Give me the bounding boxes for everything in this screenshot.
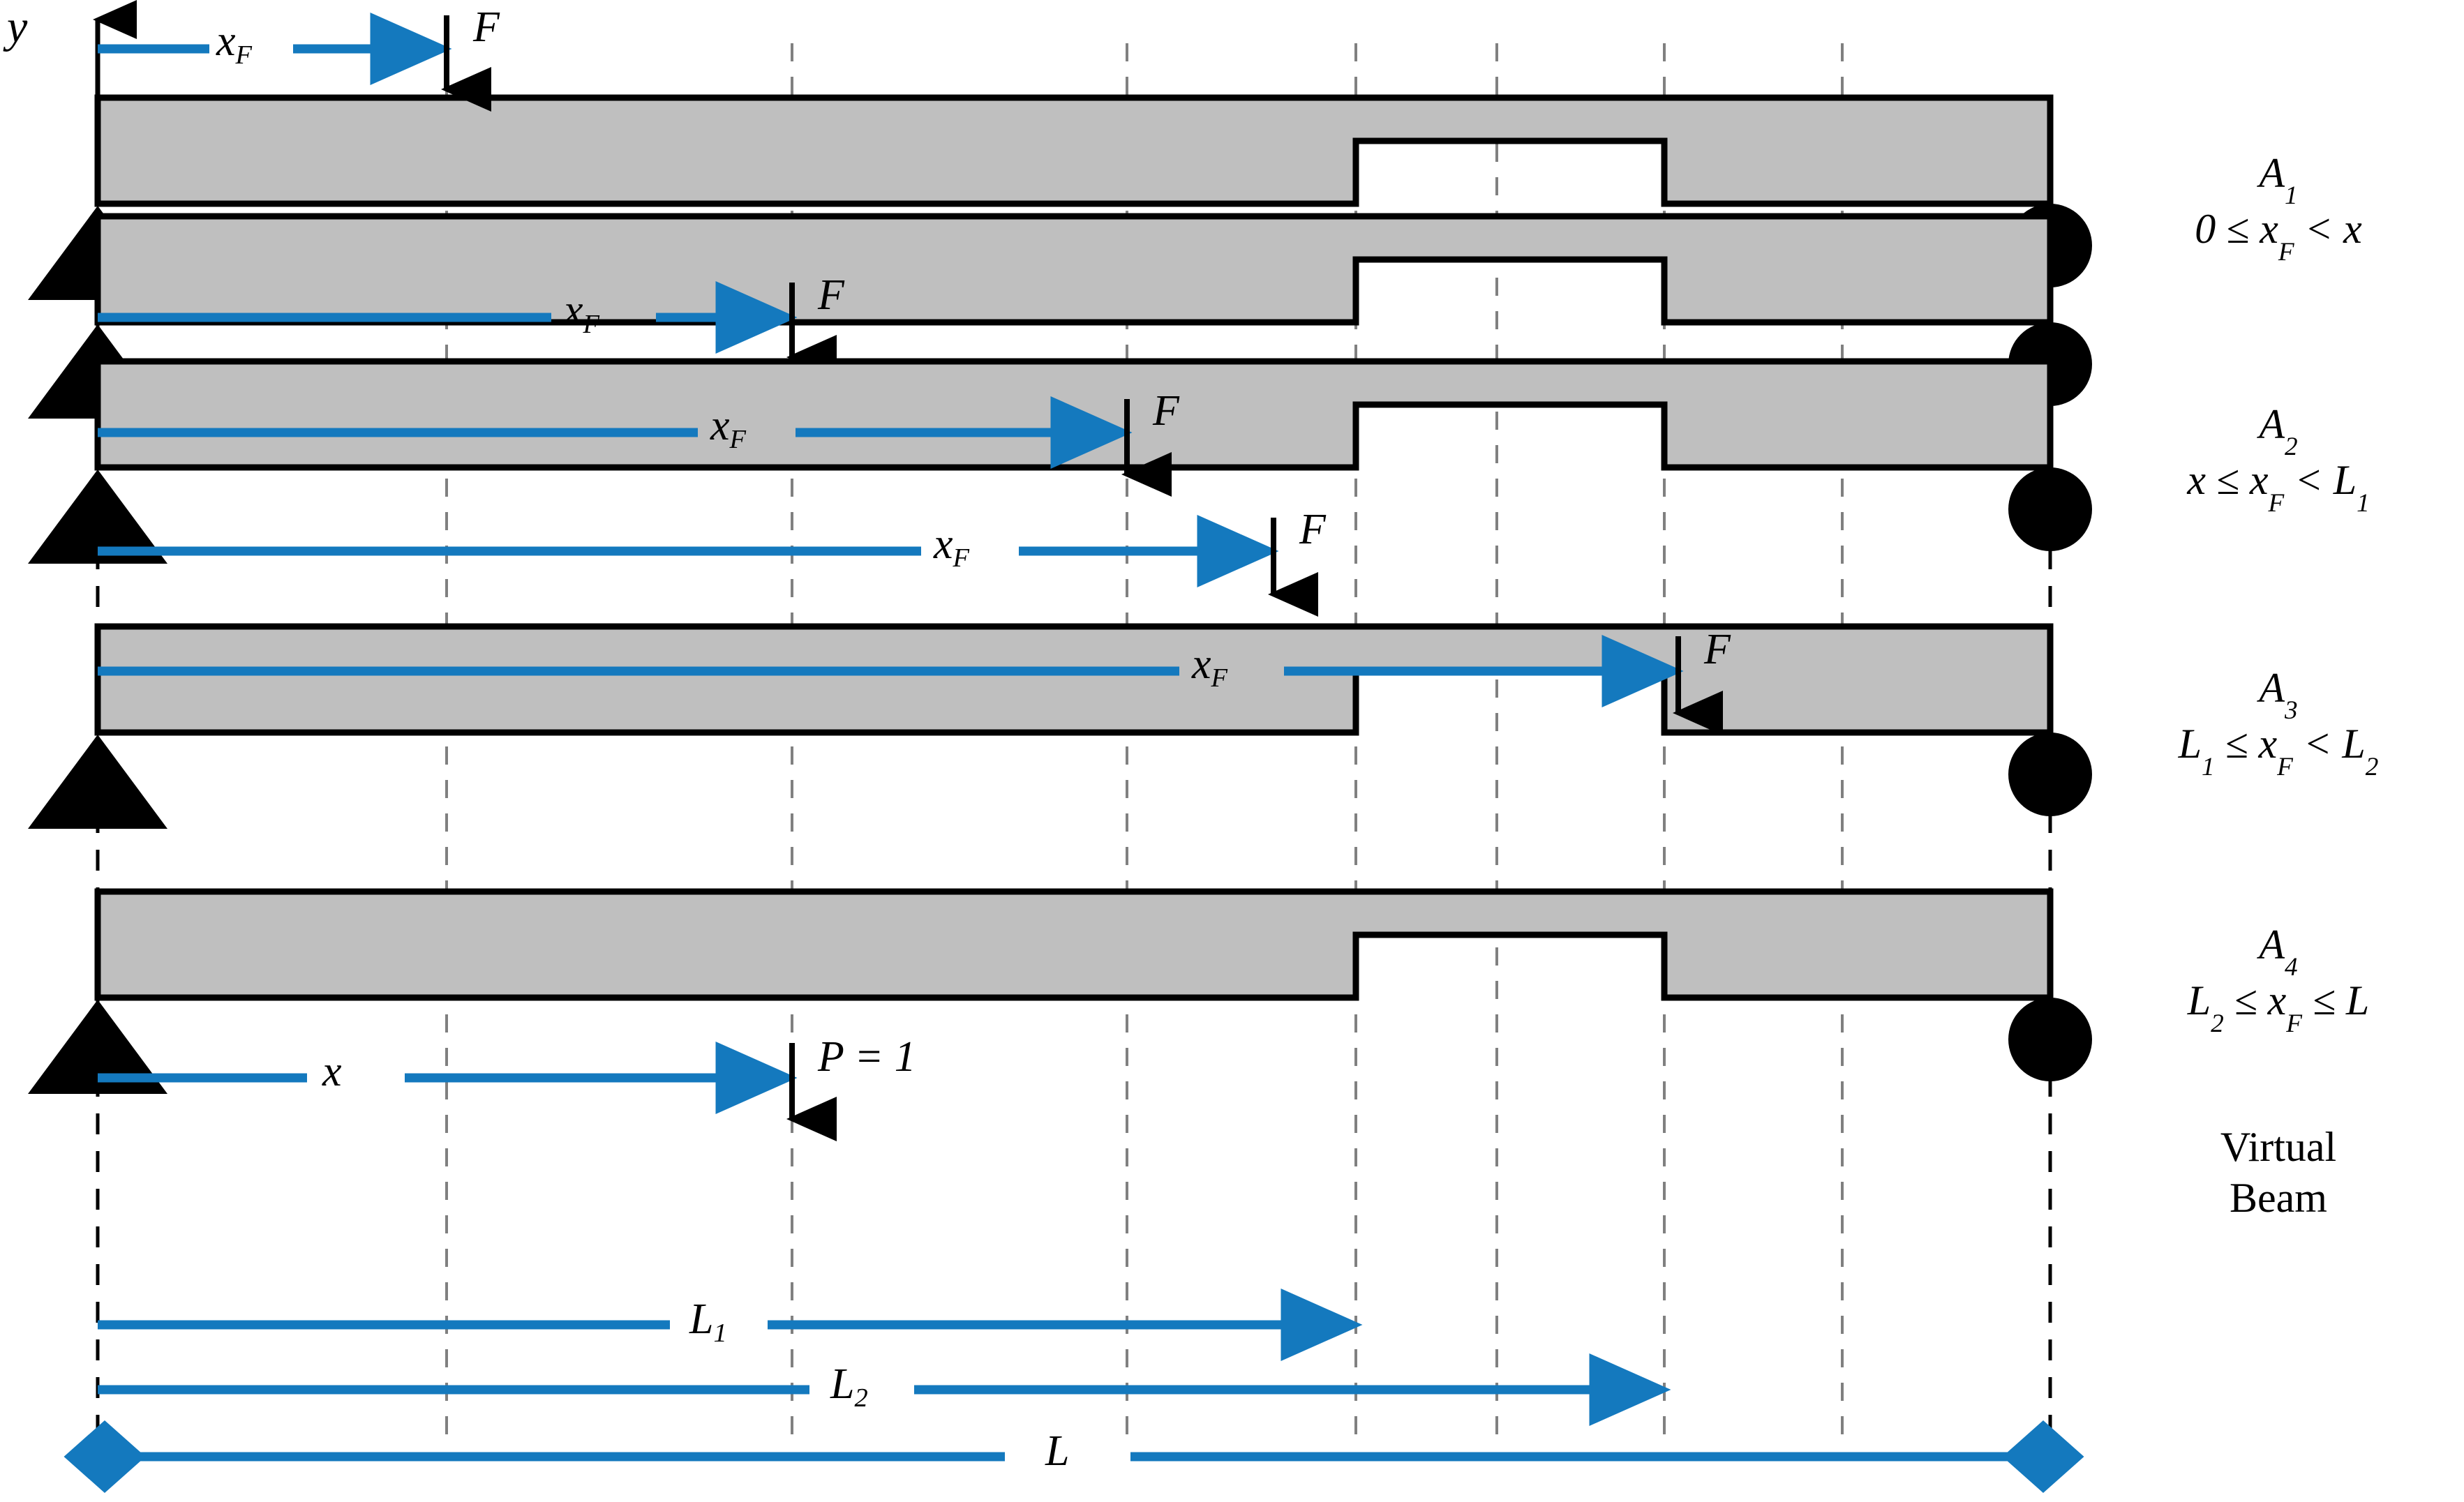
- load-label-f-row-4: F: [1299, 506, 1326, 553]
- virtual-beam-line-1: Virtual: [2220, 1124, 2337, 1170]
- dim-label-xf-row-2: xF: [564, 287, 600, 339]
- load-label-f-row-5: F: [1704, 626, 1731, 673]
- dim-label-L2: L2: [830, 1360, 868, 1413]
- beam-outline-row-1: [94, 94, 2054, 207]
- beam-outline-row-2: [94, 213, 2054, 326]
- case-range-A1: 0 ≤ xF < x: [2195, 206, 2362, 266]
- y-axis-label: y: [7, 1, 28, 52]
- dim-label-L1: L1: [689, 1296, 727, 1348]
- beam-row-5: [28, 635, 2092, 1141]
- roller-support-row-4: [2008, 733, 2092, 816]
- beam-row-3: [28, 358, 2092, 564]
- case-symbol-A2: A2: [2259, 401, 2298, 462]
- beam-outline-row-3: [94, 358, 2054, 471]
- case-symbol-A3: A3: [2259, 665, 2298, 726]
- load-label-f-row-2: F: [818, 271, 844, 319]
- pin-support-row-4: [28, 735, 167, 829]
- bottom-dimensions-group: [64, 1289, 2084, 1493]
- case-label-A4: A4 L2 ≤ xF ≤ L: [2114, 919, 2442, 1038]
- case-label-A1: A1 0 ≤ xF < x: [2114, 148, 2442, 266]
- load-label-f-row-3: F: [1153, 387, 1179, 435]
- roller-support-row-5: [2008, 998, 2092, 1081]
- load-label-f-row-1: F: [473, 3, 500, 51]
- case-range-A2: x ≤ xF < L1: [2187, 457, 2370, 518]
- virtual-beam-line-2: Beam: [2230, 1175, 2327, 1222]
- case-label-A3: A3 L1 ≤ xF < L2: [2114, 663, 2442, 781]
- dim-label-x-virtual: x: [322, 1048, 342, 1095]
- pin-support-row-5: [28, 1000, 167, 1094]
- beam-outline-row-4: [94, 623, 2054, 736]
- case-range-A3: L1 ≤ xF < L2: [2178, 721, 2379, 781]
- pin-support-row-3: [28, 470, 167, 564]
- case-range-A4: L2 ≤ xF ≤ L: [2187, 977, 2370, 1038]
- dim-label-xf-row-5: xF: [1192, 640, 1228, 693]
- dim-label-L: L: [1045, 1427, 1070, 1475]
- case-label-virtual-beam: Virtual Beam: [2114, 1122, 2442, 1224]
- dim-label-xf-row-1: xF: [216, 17, 253, 70]
- virtual-load-label: P = 1: [818, 1033, 916, 1081]
- roller-support-row-3: [2008, 467, 2092, 551]
- case-symbol-A1: A1: [2259, 150, 2298, 211]
- beam-outline-row-5: [94, 888, 2054, 1001]
- case-label-A2: A2 x ≤ xF < L1: [2114, 399, 2442, 518]
- dim-label-xf-row-4: xF: [934, 520, 970, 573]
- dim-label-xf-row-3: xF: [710, 402, 747, 454]
- case-symbol-A4: A4: [2259, 922, 2298, 982]
